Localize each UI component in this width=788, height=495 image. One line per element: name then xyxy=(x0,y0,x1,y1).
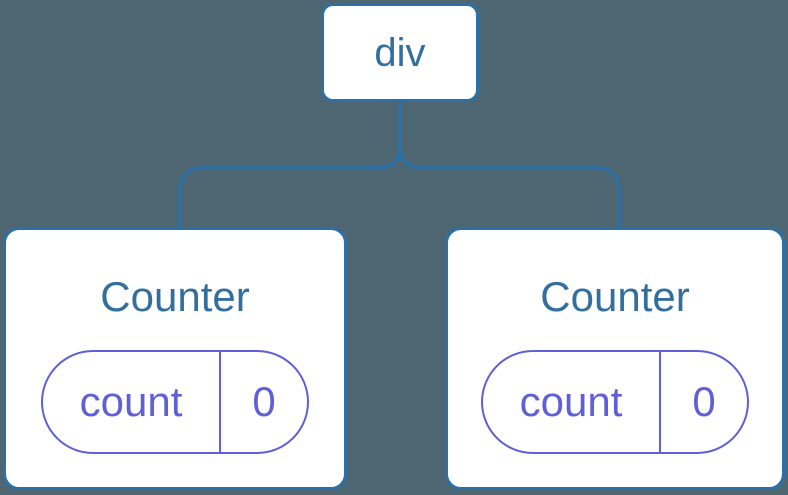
state-name: count xyxy=(483,352,661,452)
state-value: 0 xyxy=(252,378,276,425)
counter-card-left: Counter count 0 xyxy=(3,227,347,490)
state-pill: count 0 xyxy=(41,350,309,454)
state-name: count xyxy=(43,352,221,452)
component-name: Counter xyxy=(540,273,690,320)
connector-branch-left xyxy=(178,145,402,227)
component-name: Counter xyxy=(100,273,250,320)
state-value: 0 xyxy=(692,378,716,425)
state-pill: count 0 xyxy=(481,350,749,454)
counter-card-right: Counter count 0 xyxy=(445,227,785,490)
root-node-label: div xyxy=(374,30,426,75)
connector-branch-right xyxy=(398,145,621,227)
root-node-div: div xyxy=(321,3,479,102)
